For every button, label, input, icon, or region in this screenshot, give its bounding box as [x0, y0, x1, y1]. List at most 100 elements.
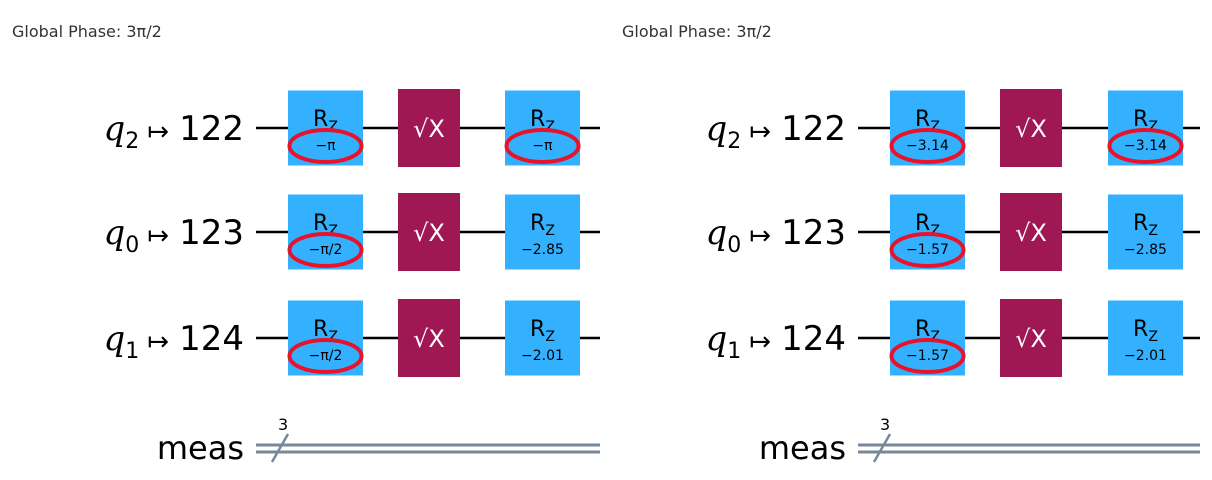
rz-gate[interactable]: RZ −π/2: [287, 194, 364, 270]
physical-qubit: 123: [179, 213, 244, 253]
physical-qubit: 122: [781, 109, 846, 149]
rz-gate-axis: Z: [545, 329, 555, 345]
register-width: 3: [278, 415, 288, 434]
global-phase-label: Global Phase: 3π/2: [12, 22, 162, 41]
qubit-label: q0↦123: [706, 213, 846, 258]
sx-gate[interactable]: √X: [398, 299, 460, 377]
sx-gate-box: [398, 89, 460, 167]
rz-gate[interactable]: RZ−π: [287, 90, 364, 166]
rz-gate[interactable]: RZ −2.85: [505, 194, 580, 270]
sx-gate-box: [1000, 299, 1062, 377]
rz-gate-box: [505, 300, 580, 376]
physical-qubit: 124: [781, 319, 846, 359]
rz-gate[interactable]: RZ−2.01: [1108, 300, 1183, 376]
rz-gate-axis: Z: [930, 329, 940, 345]
sx-gate-label: √X: [413, 325, 445, 353]
rz-gate-axis: Z: [1148, 329, 1158, 345]
rz-gate-name: R: [1133, 211, 1148, 236]
meas-label: meas: [157, 429, 244, 467]
sx-gate-box: [1000, 89, 1062, 167]
physical-qubit: 124: [179, 319, 244, 359]
highlight-circle: [889, 128, 966, 164]
rz-gate-label: RZ: [530, 107, 555, 135]
rz-gate-name: R: [313, 107, 328, 132]
rz-gate[interactable]: RZ−3.14: [889, 90, 966, 166]
rz-gate-label: RZ: [313, 317, 338, 345]
maps-to-symbol: ↦: [749, 221, 771, 251]
highlight-circle: [504, 128, 581, 164]
highlight-circle: [889, 232, 966, 268]
rz-gate[interactable]: RZ−1.57: [889, 194, 966, 270]
maps-to-symbol: ↦: [749, 117, 771, 147]
highlight-circle: [287, 232, 364, 268]
rz-gate-axis: Z: [328, 223, 338, 239]
qubit-label: q2↦122: [706, 109, 846, 154]
rz-gate-label: RZ: [1133, 317, 1158, 345]
rz-gate-box: [505, 194, 580, 270]
sx-gate[interactable]: √X: [398, 89, 460, 167]
maps-to-symbol: ↦: [147, 327, 169, 357]
rz-gate-label: RZ: [530, 317, 555, 345]
qubit-name: q: [706, 213, 728, 253]
rz-gate-label: RZ: [313, 107, 338, 135]
sx-gate[interactable]: √X: [1000, 299, 1062, 377]
sx-gate[interactable]: √X: [1000, 193, 1062, 271]
highlight-circle: [287, 128, 364, 164]
rz-gate-name: R: [915, 107, 930, 132]
rz-gate-box: [1108, 194, 1183, 270]
rz-gate-axis: Z: [328, 119, 338, 135]
rz-gate[interactable]: RZ −1.57: [889, 300, 966, 376]
qubit-index: 0: [125, 233, 139, 258]
highlight-circle: [287, 338, 364, 374]
qubit-name: q: [104, 319, 126, 359]
physical-qubit: 122: [179, 109, 244, 149]
rz-gate-label: RZ: [915, 211, 940, 239]
highlight-circle: [889, 338, 966, 374]
classical-register: meas 3: [157, 415, 600, 467]
physical-qubit: 123: [781, 213, 846, 253]
rz-gate-axis: Z: [1148, 119, 1158, 135]
rz-gate-label: RZ: [1133, 107, 1158, 135]
register-width: 3: [880, 415, 890, 434]
rz-gate-label: RZ: [915, 107, 940, 135]
qubit-index: 2: [125, 129, 139, 154]
qubit-name: q: [706, 319, 728, 359]
rz-gate-name: R: [1133, 317, 1148, 342]
rz-gate[interactable]: RZ −3.14: [1107, 90, 1184, 166]
rz-gate[interactable]: RZ −2.01: [505, 300, 580, 376]
sx-gate-box: [398, 193, 460, 271]
qubit-name: q: [104, 213, 126, 253]
rz-gate-axis: Z: [545, 119, 555, 135]
rz-angle-value: −π/2: [309, 242, 343, 258]
rz-angle-value: −3.14: [1124, 138, 1167, 154]
sx-gate-label: √X: [1015, 115, 1047, 143]
rz-angle-value: −2.85: [521, 242, 564, 258]
rz-gate-label: RZ: [915, 317, 940, 345]
bus-slash: [872, 433, 892, 463]
sx-gate-label: √X: [1015, 219, 1047, 247]
sx-gate[interactable]: √X: [398, 193, 460, 271]
sx-gate-label: √X: [1015, 325, 1047, 353]
rz-gate-axis: Z: [545, 223, 555, 239]
rz-gate-label: RZ: [313, 211, 338, 239]
qubit-name: q: [104, 109, 126, 149]
rz-gate-name: R: [530, 211, 545, 236]
rz-gate-axis: Z: [328, 329, 338, 345]
rz-gate[interactable]: RZ−π/2: [287, 300, 364, 376]
sx-gate[interactable]: √X: [1000, 89, 1062, 167]
rz-angle-value: −π: [532, 138, 553, 154]
rz-angle-value: −1.57: [906, 348, 949, 364]
rz-angle-value: −2.01: [521, 348, 564, 364]
rz-gate-axis: Z: [930, 223, 940, 239]
qubit-name: q: [706, 109, 728, 149]
qubit-label: q1↦124: [706, 319, 846, 364]
rz-gate[interactable]: RZ −π: [504, 90, 581, 166]
rz-gate-label: RZ: [530, 211, 555, 239]
rz-gate[interactable]: RZ−2.85: [1108, 194, 1183, 270]
